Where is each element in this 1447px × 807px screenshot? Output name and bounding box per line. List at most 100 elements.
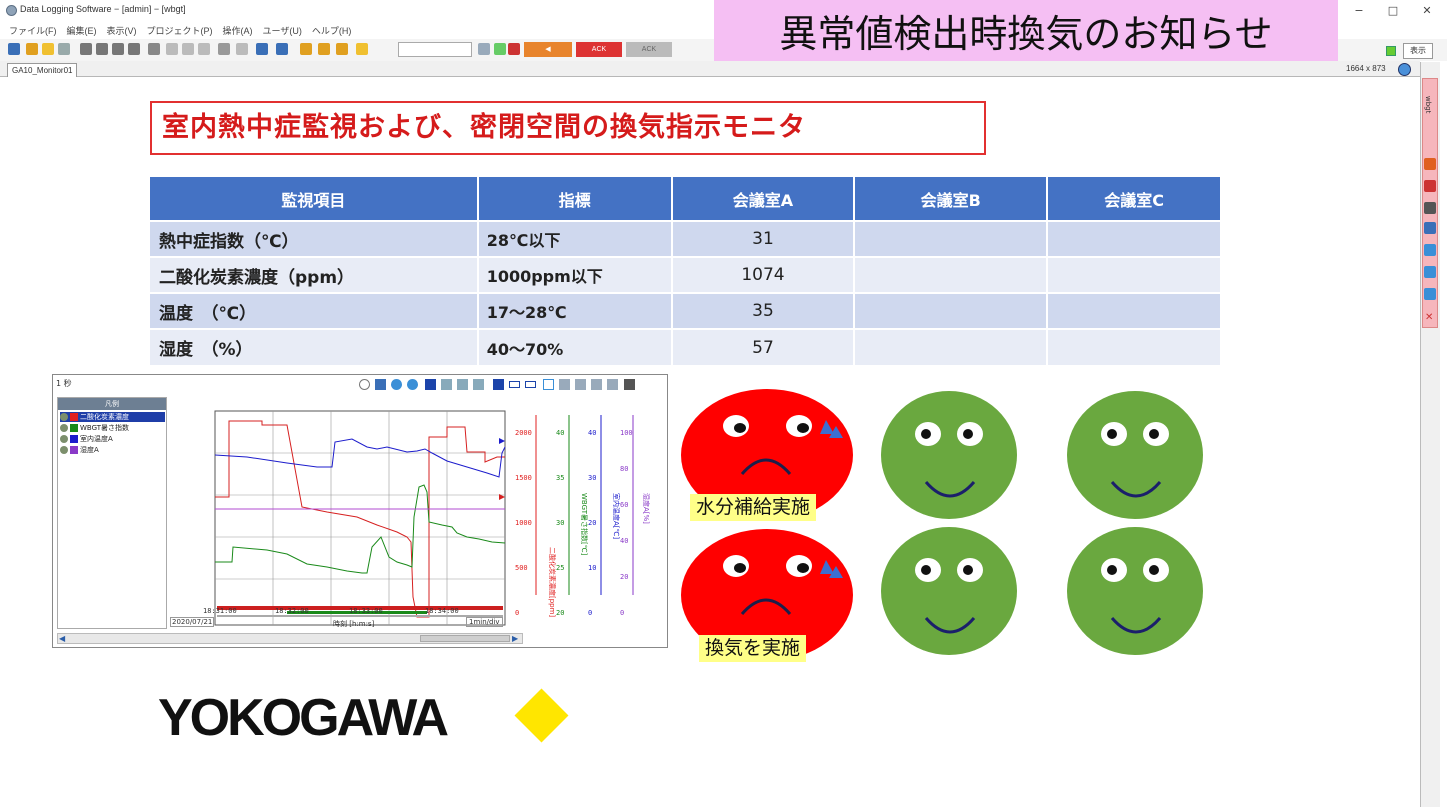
tool-side-icon[interactable] <box>1424 222 1436 234</box>
menu-project[interactable]: プロジェクト(P) <box>146 26 213 36</box>
legend-check-icon[interactable] <box>60 413 68 421</box>
legend-check-icon[interactable] <box>60 424 68 432</box>
row-room-c <box>1047 256 1222 293</box>
user-tool-icon[interactable] <box>407 379 418 390</box>
tab-monitor[interactable]: GA10_Monitor01 <box>7 63 78 77</box>
room-a-hydration-message: 水分補給実施 <box>690 494 817 521</box>
alarm-sound-button[interactable]: ◀ <box>524 42 572 57</box>
header-room-c: 会議室C <box>1047 177 1222 221</box>
record-icon[interactable] <box>148 43 160 55</box>
bulb-icon[interactable] <box>356 43 368 55</box>
lock-icon[interactable] <box>42 43 54 55</box>
maximize-button[interactable]: □ <box>1387 4 1399 17</box>
trend-date[interactable]: 2020/07/21 <box>170 617 215 627</box>
toolbar-combo[interactable] <box>398 42 472 57</box>
scroll-left-icon[interactable]: ◀ <box>59 634 66 643</box>
filter-icon[interactable] <box>478 43 490 55</box>
split-tool-icon[interactable] <box>493 379 504 390</box>
find-icon[interactable] <box>218 43 230 55</box>
sidebar-close-icon[interactable]: ✕ <box>1425 312 1434 323</box>
zoom-tool-icon[interactable] <box>359 379 370 390</box>
trend-scrollbar[interactable]: ◀ ▶ <box>57 633 523 644</box>
copy-icon[interactable] <box>166 43 178 55</box>
layout-tool-icon[interactable] <box>375 379 386 390</box>
legend-label: 二酸化炭素濃度 <box>80 413 129 421</box>
print-preview-icon[interactable] <box>96 43 108 55</box>
menu-help[interactable]: ヘルプ(H) <box>311 26 352 36</box>
settings-icon[interactable] <box>236 43 248 55</box>
logo-diamond-icon <box>514 688 569 743</box>
scroll-thumb[interactable] <box>420 635 510 642</box>
cursor-tool-icon[interactable] <box>391 379 402 390</box>
refresh-icon[interactable] <box>494 43 506 55</box>
table3-tool-icon[interactable] <box>591 379 602 390</box>
menu-operation[interactable]: 操作(A) <box>222 26 253 36</box>
window-title: Data Logging Software − [admin] − [wbgt] <box>20 4 186 14</box>
print-icon[interactable] <box>80 43 92 55</box>
menu-view[interactable]: 表示(V) <box>106 26 137 36</box>
y-tick-label: 25 <box>556 564 565 572</box>
list-icon[interactable] <box>276 43 288 55</box>
room-c-ok-face-icon <box>1067 391 1203 519</box>
scroll-right-icon[interactable]: ▶ <box>512 634 519 643</box>
export-icon[interactable] <box>112 43 124 55</box>
csv-icon[interactable] <box>300 43 312 55</box>
ack-all-button[interactable]: ACK <box>626 42 672 57</box>
import-icon[interactable] <box>128 43 140 55</box>
window2-tool-icon[interactable] <box>525 381 536 388</box>
scale2-tool-icon[interactable] <box>457 379 468 390</box>
monitor-edit-icon[interactable] <box>1424 158 1436 170</box>
header-item: 監視項目 <box>150 177 479 221</box>
camera-tool-icon[interactable] <box>624 379 635 390</box>
legend-item[interactable]: 湿度A <box>60 445 165 455</box>
alarm-list-icon[interactable] <box>1424 180 1436 192</box>
yokogawa-logo: YOKOGAWA <box>158 689 449 747</box>
paste-icon[interactable] <box>182 43 194 55</box>
row-room-c <box>1047 328 1222 365</box>
bar-tool-icon[interactable] <box>425 379 436 390</box>
trend-side-icon[interactable] <box>1424 244 1436 256</box>
tool-icon[interactable] <box>58 43 70 55</box>
minimize-button[interactable]: − <box>1354 4 1364 17</box>
delete-icon[interactable] <box>198 43 210 55</box>
legend-check-icon[interactable] <box>60 435 68 443</box>
zoom-icon[interactable] <box>1398 63 1411 76</box>
legend-check-icon[interactable] <box>60 446 68 454</box>
close-button[interactable]: ✕ <box>1422 4 1432 17</box>
display-button[interactable]: 表示 <box>1403 43 1433 59</box>
co2-series-line <box>215 420 505 618</box>
legend-item[interactable]: 二酸化炭素濃度 <box>60 412 165 422</box>
legend-item[interactable]: 室内温度A <box>60 434 165 444</box>
y-tick-label: 20 <box>588 519 597 527</box>
menu-user[interactable]: ユーザ(U) <box>262 26 302 36</box>
y-tick-label: 40 <box>588 429 597 437</box>
table-tool-icon[interactable] <box>559 379 570 390</box>
table2-tool-icon[interactable] <box>575 379 586 390</box>
temp-event-bar <box>217 615 503 617</box>
header-room-b: 会議室B <box>854 177 1049 221</box>
time-div-selector[interactable]: 1min/div <box>466 617 503 627</box>
table-side-icon[interactable] <box>1424 266 1436 278</box>
scale-tool-icon[interactable] <box>441 379 452 390</box>
grid-tool-icon[interactable] <box>543 379 554 390</box>
chart-icon[interactable] <box>336 43 348 55</box>
image-side-icon[interactable] <box>1424 288 1436 300</box>
ack-button[interactable]: ACK <box>576 42 622 57</box>
lock-side-icon[interactable] <box>1424 202 1436 214</box>
grid-icon[interactable] <box>8 43 20 55</box>
table4-tool-icon[interactable] <box>607 379 618 390</box>
row-room-b <box>854 256 1049 293</box>
menu-edit[interactable]: 編集(E) <box>66 26 97 36</box>
scale3-tool-icon[interactable] <box>473 379 484 390</box>
y-tick-label: 35 <box>556 474 565 482</box>
window-tool-icon[interactable] <box>509 381 520 388</box>
alarm-icon[interactable] <box>508 43 520 55</box>
legend-swatch <box>70 424 78 432</box>
wizard-icon[interactable] <box>26 43 38 55</box>
y-tick-label: 2000 <box>515 429 532 437</box>
report-icon[interactable] <box>318 43 330 55</box>
menu-file[interactable]: ファイル(F) <box>9 26 57 36</box>
line-icon[interactable] <box>256 43 268 55</box>
legend-item[interactable]: WBGT暑さ指数 <box>60 423 165 433</box>
row-room-a: 57 <box>671 328 856 365</box>
